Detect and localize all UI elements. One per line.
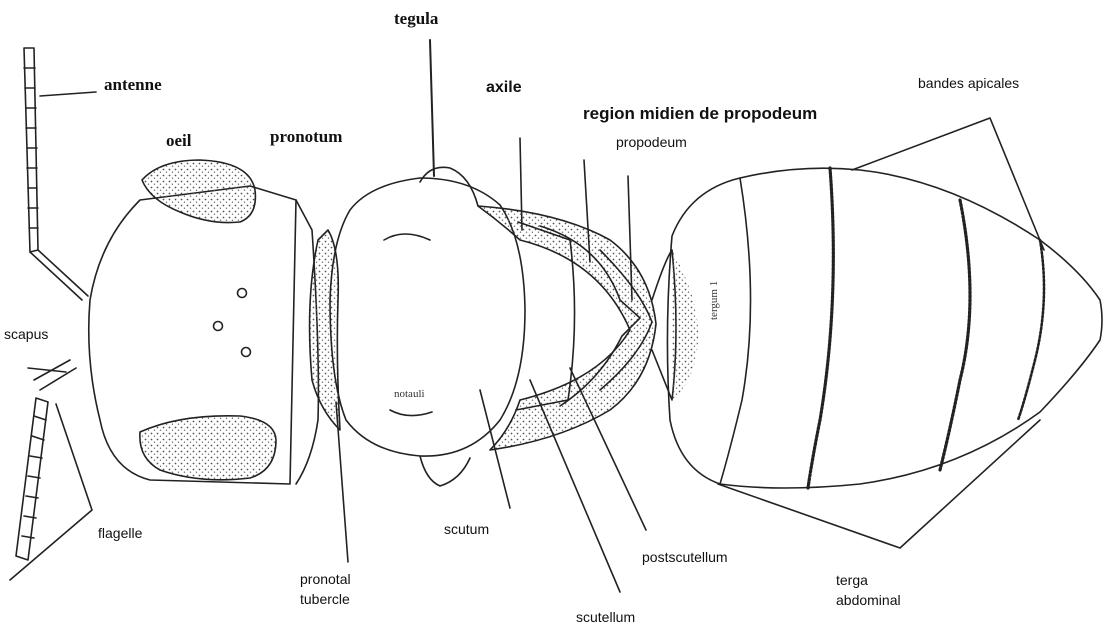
- tergum-1-stipple: [672, 250, 698, 400]
- tergum-1-line: [720, 178, 751, 484]
- label-pronotum: pronotum: [270, 128, 342, 146]
- tergum-3-band: [940, 200, 970, 470]
- ocellus-2: [214, 322, 223, 331]
- antenna-lower: [16, 360, 76, 560]
- leader-antenne: [40, 92, 96, 96]
- label-region-midien: region midien de propodeum: [583, 105, 817, 123]
- label-scutellum: scutellum: [576, 610, 635, 625]
- leader-scutum: [480, 390, 510, 508]
- ocellus-3: [242, 348, 251, 357]
- label-oeil: oeil: [166, 132, 192, 150]
- label-terga-line1: terga: [836, 573, 868, 588]
- antenna-upper: [24, 48, 88, 300]
- leader-pronotal-tubercle: [336, 402, 348, 562]
- tergum-2-band: [808, 168, 833, 488]
- label-postscutellum: postscutellum: [642, 550, 728, 565]
- label-propodeum: propodeum: [616, 135, 687, 150]
- leader-terga: [718, 420, 1040, 548]
- leader-bandes-apicales: [852, 118, 1044, 250]
- label-scapus: scapus: [4, 327, 48, 342]
- label-scutum: scutum: [444, 522, 489, 537]
- notauli-mark-lower: [390, 410, 432, 416]
- tergum-4-band: [1018, 240, 1044, 420]
- eye-upper: [142, 160, 255, 223]
- leader-scapus: [28, 368, 66, 372]
- label-axile: axile: [486, 80, 522, 97]
- label-notauli: notauli: [394, 388, 425, 400]
- notauli-mark-upper: [384, 234, 430, 240]
- label-pronotal-tubercle-line2: tubercle: [300, 592, 350, 607]
- label-tegula: tegula: [394, 10, 438, 28]
- label-terga-line2: abdominal: [836, 593, 901, 608]
- label-tergum-1: tergum 1: [708, 281, 720, 320]
- leader-flagelle: [10, 404, 92, 580]
- leader-tegula: [430, 40, 434, 176]
- label-antenne: antenne: [104, 76, 162, 94]
- label-bandes-apicales: bandes apicales: [918, 76, 1019, 91]
- label-flagelle: flagelle: [98, 526, 142, 541]
- pronotal-tubercle: [310, 230, 340, 430]
- ocellus-1: [238, 289, 247, 298]
- eye-lower: [140, 416, 276, 480]
- tegula-lower: [420, 456, 470, 486]
- label-pronotal-tubercle-line1: pronotal: [300, 572, 351, 587]
